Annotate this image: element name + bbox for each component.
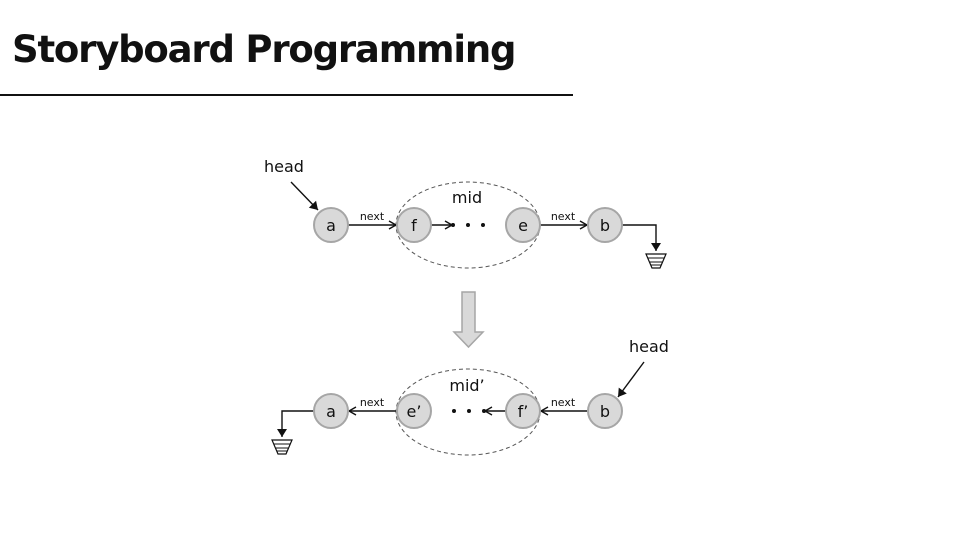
after-list: head mid’ next next a e’ f’: [271, 337, 669, 456]
ellipsis-dot: [466, 223, 470, 227]
null-ground-icon: [271, 439, 293, 455]
title-underline: [0, 94, 573, 96]
head-label-top: head: [264, 157, 304, 176]
down-arrow-icon: [452, 291, 485, 349]
head-pointer-top: [290, 181, 319, 211]
head-label-bottom: head: [629, 337, 669, 356]
null-pointer-top: [622, 224, 661, 251]
edge-label-a-f: next: [360, 210, 385, 223]
edge-label-e-a: next: [360, 396, 385, 409]
svg-text:b: b: [600, 216, 610, 235]
null-ground-icon: [645, 253, 667, 269]
node-e-prime-bottom: e’: [396, 393, 432, 429]
node-b-top: b: [587, 207, 623, 243]
node-a-top: a: [313, 207, 349, 243]
node-f-prime-bottom: f’: [505, 393, 541, 429]
svg-text:e’: e’: [407, 402, 422, 421]
mid-label-bottom: mid’: [449, 376, 484, 395]
mid-label-top: mid: [452, 188, 482, 207]
svg-text:f: f: [411, 216, 417, 235]
edge-label-b-f: next: [551, 396, 576, 409]
null-pointer-bottom: [277, 410, 314, 437]
node-e-top: e: [505, 207, 541, 243]
svg-text:f’: f’: [518, 402, 529, 421]
svg-text:e: e: [518, 216, 528, 235]
ellipsis-dot: [451, 223, 455, 227]
head-pointer-bottom: [617, 361, 645, 398]
ellipsis-dot: [452, 409, 456, 413]
ellipsis-dot: [481, 223, 485, 227]
node-b-bottom: b: [587, 393, 623, 429]
svg-text:b: b: [600, 402, 610, 421]
svg-text:a: a: [326, 402, 336, 421]
ellipsis-dot: [482, 409, 486, 413]
edge-label-e-b: next: [551, 210, 576, 223]
node-f-top: f: [396, 207, 432, 243]
ellipsis-dot: [467, 409, 471, 413]
svg-text:a: a: [326, 216, 336, 235]
slide-title: Storyboard Programming: [12, 28, 517, 71]
node-a-bottom: a: [313, 393, 349, 429]
before-list: head mid next next a f e: [264, 157, 667, 269]
